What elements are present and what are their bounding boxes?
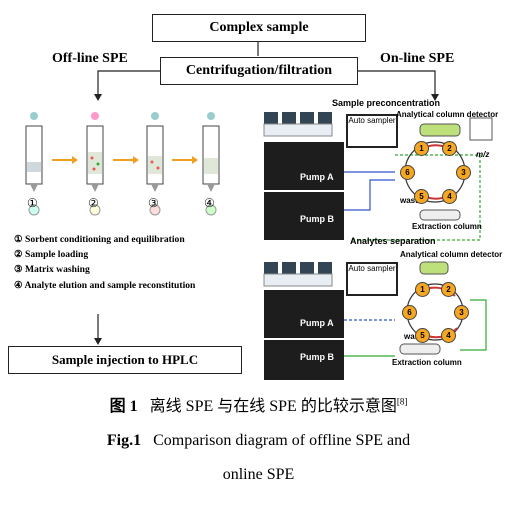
valve-port-badge: 5 xyxy=(415,327,430,343)
auto-sampler-label: Auto sampler xyxy=(348,116,396,125)
pump-a-body-upper xyxy=(264,142,344,190)
valve-port-badge: 6 xyxy=(400,165,415,180)
complex-sample-label: Complex sample xyxy=(209,20,309,35)
offline-label: Off-line SPE xyxy=(52,51,128,66)
caption-cn-ref: [8] xyxy=(396,396,408,407)
pump-b-label-lower: Pump B xyxy=(300,352,335,362)
online-branch-arrow xyxy=(431,94,439,101)
step-number-1: ① xyxy=(27,196,38,210)
valve-port-badge: 2 xyxy=(442,140,457,156)
valve-port-badge: 2 xyxy=(441,282,456,298)
pump-a-label-upper: Pump A xyxy=(300,172,334,182)
pump-b-label-upper: Pump B xyxy=(300,214,335,224)
extraction-label-lower: Extraction column xyxy=(392,358,462,367)
injection-box: Sample injection to HPLC xyxy=(8,346,242,374)
step-number-3: ③ xyxy=(148,196,159,210)
complex-sample-box: Complex sample xyxy=(152,14,366,42)
analytical-column-upper xyxy=(419,123,461,137)
step-number-2: ② xyxy=(88,196,99,210)
cartridge-1 xyxy=(25,112,43,216)
caption-en-label: Fig.1 xyxy=(106,432,142,449)
valve-port-badge: 1 xyxy=(414,140,429,156)
valve-port-badge: 4 xyxy=(441,327,456,343)
step-list: ① Sorbent conditioning and equilibration… xyxy=(14,232,195,293)
step-item: ① Sorbent conditioning and equilibration xyxy=(14,234,185,245)
analytical-column-lower xyxy=(419,261,449,275)
injection-label: Sample injection to HPLC xyxy=(51,352,199,367)
preconc-title: Sample preconcentration xyxy=(332,98,441,108)
centrifugation-box: Centrifugation/filtration xyxy=(160,57,358,85)
valve-port-badge: 1 xyxy=(415,282,430,298)
auto-sampler-upper: Auto sampler xyxy=(346,114,398,148)
auto-sampler-lower: Auto sampler xyxy=(346,262,398,296)
auto-sampler-label: Auto sampler xyxy=(348,264,396,273)
caption-cn: 图 1 离线 SPE 与在线 SPE 的比较示意图[8] xyxy=(0,392,517,416)
solvent-bottles-lower xyxy=(263,262,333,287)
pump-b-body-upper xyxy=(264,192,344,240)
offline-branch-line xyxy=(97,70,160,96)
caption-cn-label: 图 1 xyxy=(109,398,138,415)
valve-port-badge: 5 xyxy=(414,189,429,205)
step-item: ② Sample loading xyxy=(14,249,89,261)
separation-title: Analytes separation xyxy=(350,236,436,246)
cartridge-2 xyxy=(86,112,104,216)
solvent-bottles-upper xyxy=(263,112,333,137)
valve-port-badge: 3 xyxy=(454,305,469,320)
cartridge-3 xyxy=(146,112,164,216)
waste-label-upper: waste xyxy=(400,196,423,205)
centrifugation-label: Centrifugation/filtration xyxy=(185,63,333,78)
valve-port-badge: 4 xyxy=(442,189,457,205)
caption-cn-text: 离线 SPE 与在线 SPE 的比较示意图 xyxy=(149,398,397,415)
step-item: ③ Matrix washing xyxy=(14,264,90,276)
pump-b-body-lower xyxy=(264,340,344,380)
pump-a-body-lower xyxy=(264,290,344,338)
analytical-detector-label-upper: Analytical column detector xyxy=(396,110,499,119)
analytical-detector-label-lower: Analytical column detector xyxy=(400,250,503,259)
injection-arrow xyxy=(94,338,102,345)
online-branch-line xyxy=(356,70,436,96)
caption-en: Fig.1 Comparison diagram of offline SPE … xyxy=(0,432,517,450)
extraction-column-lower xyxy=(399,343,441,355)
cartridge-4 xyxy=(202,112,220,216)
extraction-label-upper: Extraction column xyxy=(412,222,482,231)
pump-a-label-lower: Pump A xyxy=(300,318,334,328)
extraction-column-upper xyxy=(419,209,461,221)
mz-label-upper: m/z xyxy=(476,150,490,159)
online-label: On-line SPE xyxy=(380,51,455,66)
step-item: ④ Analyte elution and sample reconstitut… xyxy=(14,279,196,291)
step-number-4: ④ xyxy=(204,196,215,210)
offline-branch-arrow xyxy=(94,94,102,101)
caption-en-text: Comparison diagram of offline SPE and xyxy=(153,432,411,449)
valve-port-badge: 3 xyxy=(456,165,471,180)
valve-port-badge: 6 xyxy=(402,305,417,320)
caption-en-line2: online SPE xyxy=(222,466,295,483)
